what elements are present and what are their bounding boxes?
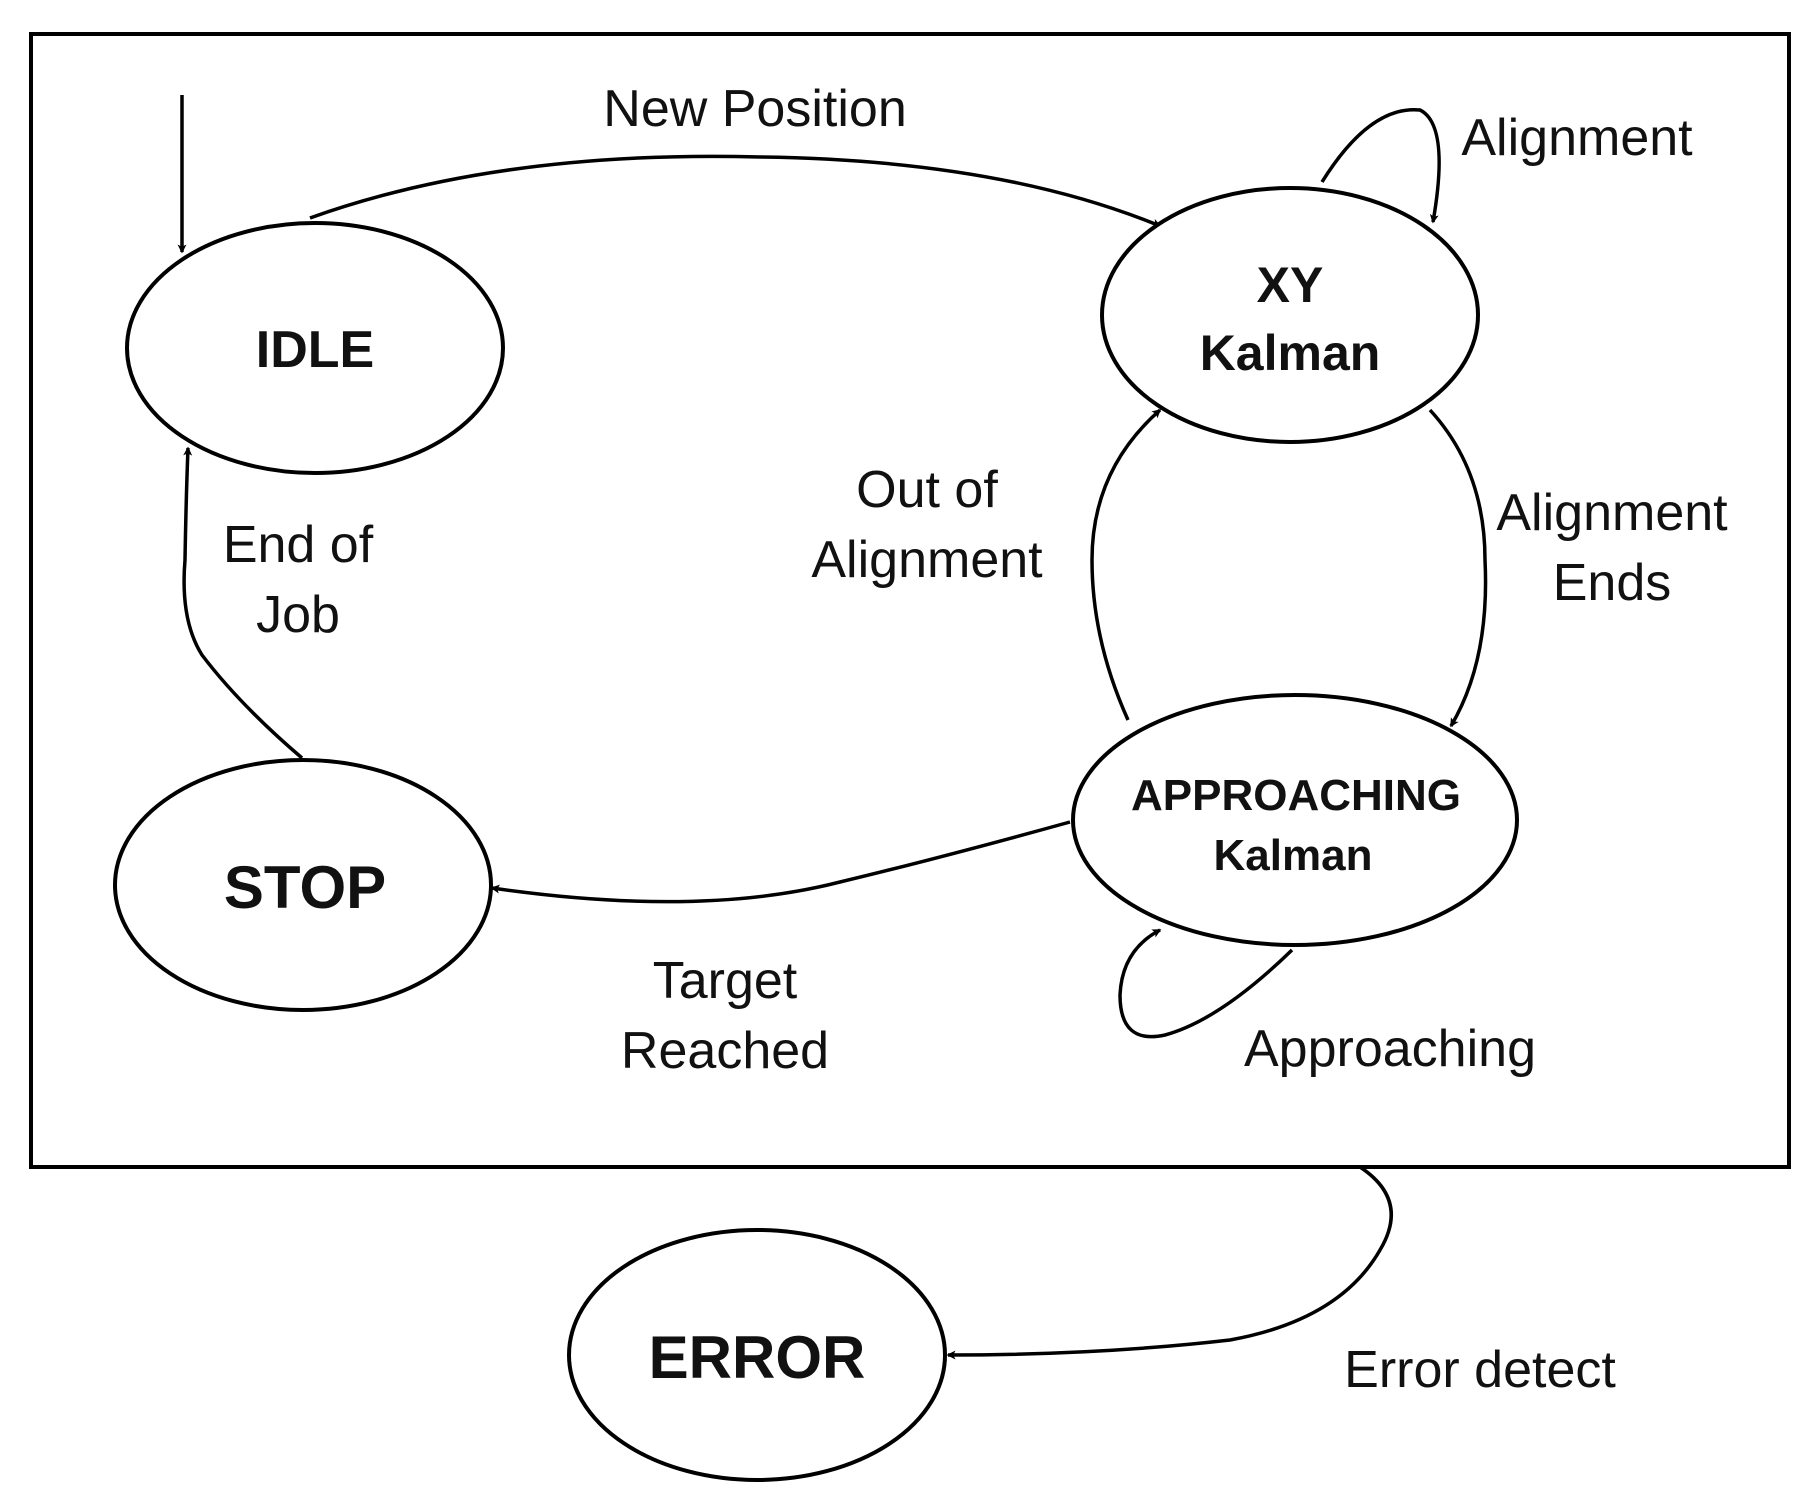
- state-idle: IDLE: [125, 221, 505, 475]
- state-error: ERROR: [567, 1228, 947, 1482]
- label-target-reached-line1: Target: [653, 952, 798, 1010]
- edge-error-detect: [946, 1165, 1393, 1360]
- edge-approaching-loop: [1118, 928, 1294, 1039]
- state-xy-label-line2: Kalman: [1200, 325, 1381, 381]
- label-out-of-alignment-line2: Alignment: [811, 531, 1043, 589]
- label-alignment-ends-line1: Alignment: [1496, 484, 1728, 542]
- label-alignment-ends-line2: Ends: [1553, 554, 1672, 612]
- edge-new-position: [309, 154, 1162, 228]
- label-approaching: Approaching: [1244, 1020, 1536, 1078]
- state-stop: STOP: [113, 758, 493, 1012]
- label-out-of-alignment-line1: Out of: [856, 461, 998, 519]
- edge-target-reached: [490, 820, 1071, 904]
- label-error-detect: Error detect: [1344, 1341, 1616, 1399]
- edge-out-of-alignment: [1090, 408, 1162, 721]
- edge-alignment-ends: [1428, 408, 1488, 728]
- state-xy-kalman: XY Kalman: [1100, 186, 1480, 444]
- state-approaching-label-line2: Kalman: [1214, 831, 1373, 880]
- operation-frame: [29, 32, 1791, 1169]
- state-error-label: ERROR: [649, 1324, 866, 1391]
- label-new-position: New Position: [603, 80, 906, 138]
- label-end-of-job-line1: End of: [223, 516, 374, 574]
- state-xy-label-line1: XY: [1257, 257, 1324, 313]
- edge-alignment-loop: [1320, 107, 1441, 224]
- state-approaching-kalman: APPROACHING Kalman: [1071, 693, 1519, 947]
- edge-end-of-job: [182, 446, 304, 760]
- label-end-of-job-line2: Job: [256, 586, 340, 644]
- state-approaching-label-line1: APPROACHING: [1131, 771, 1461, 820]
- label-alignment: Alignment: [1461, 109, 1693, 167]
- label-target-reached-line2: Reached: [621, 1022, 829, 1080]
- state-idle-label: IDLE: [256, 321, 374, 379]
- state-stop-label: STOP: [224, 854, 386, 921]
